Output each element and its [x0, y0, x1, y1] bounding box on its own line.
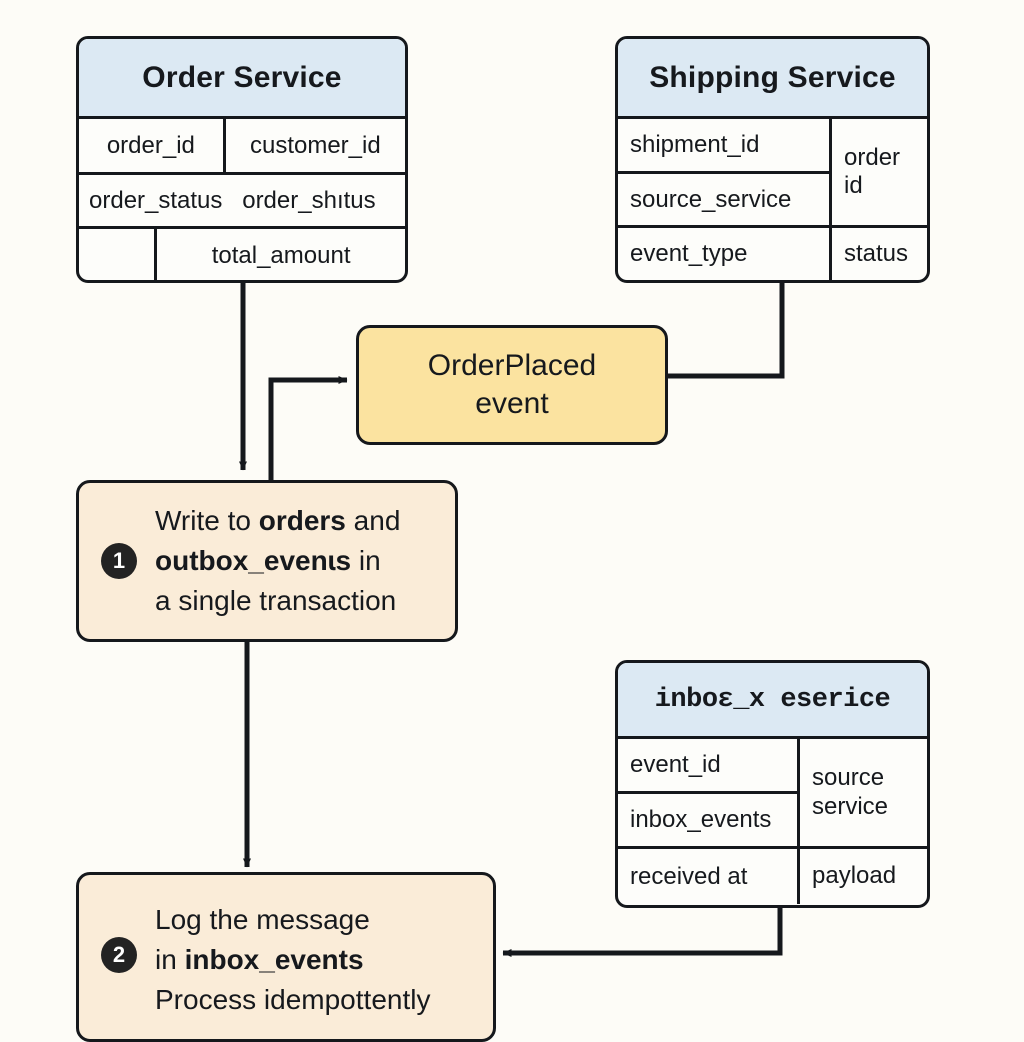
step-two-line3: Process idempottently	[155, 983, 431, 1015]
step-one-box[interactable]: 1 Write to orders and outbox_evenɩs in a…	[76, 480, 458, 642]
cell-empty	[79, 229, 158, 280]
cell-received-at: received at	[630, 862, 748, 890]
inbox-service-left-column: event_id inbox_events received at	[618, 739, 800, 904]
cell-event-type: event_type	[630, 240, 748, 267]
wire-step-one-to-orderplaced-event	[268, 376, 348, 483]
entity-table-shipping-service[interactable]: Shipping Service shipment_id source_serv…	[615, 36, 930, 283]
cell-shipment-id: shipment_id	[618, 119, 829, 174]
cell-order-status: order_status	[89, 186, 223, 214]
inbox-service-body: event_id inbox_events received at source…	[618, 739, 927, 904]
orderplaced-event-line2: event	[475, 387, 549, 420]
cell-order-id-ref: order id	[832, 119, 927, 228]
cell-customer-id: customer_id	[249, 131, 381, 159]
table-row: order_id customer_id	[79, 119, 405, 175]
inbox-service-right-column: source service payload	[800, 739, 927, 904]
step-one-text: Write to orders and outbox_evenɩs in a s…	[79, 501, 455, 620]
step-one-line2: outbox_evenɩs in	[155, 545, 381, 577]
table-row: order_status order_shıtus	[79, 175, 405, 229]
orderplaced-event-label: OrderPlaced event	[428, 347, 596, 424]
step-two-box[interactable]: 2 Log the message in inbox_events Proces…	[76, 872, 496, 1042]
wire-inbox-service-to-step-two	[502, 908, 783, 957]
step-two-line2: in inbox_events	[155, 944, 364, 976]
cell-event-id: event_id	[618, 739, 797, 794]
shipping-service-title: Shipping Service	[618, 39, 927, 119]
shipping-service-right-column: order id status	[832, 119, 927, 280]
orderplaced-event-line1: OrderPlaced	[427, 348, 597, 382]
shipping-service-left-column: shipment_id source_service event_type	[618, 119, 832, 280]
cell-total-amount: total_amount	[211, 242, 351, 269]
cell-status: status	[844, 239, 909, 267]
cell-inbox-events: inbox_events	[618, 794, 797, 849]
order-service-title: Order Service	[79, 39, 405, 119]
table-row: total_amount	[79, 229, 405, 280]
step-one-line3: a single transaction	[155, 584, 397, 616]
step-one-badge: 1	[101, 543, 137, 579]
inbox-service-title: inboɛ_x eserice	[618, 663, 927, 739]
step-one-line1: Write to orders and	[155, 505, 401, 537]
entity-table-order-service[interactable]: Order Service order_id customer_id order…	[76, 36, 408, 283]
cell-payload: payload	[812, 862, 897, 890]
shipping-service-body: shipment_id source_service event_type or…	[618, 119, 927, 280]
order-service-body: order_id customer_id order_status order_…	[79, 119, 405, 280]
wire-shipping-service-to-orderplaced-event	[668, 283, 785, 379]
orderplaced-event-box[interactable]: OrderPlaced event	[356, 325, 668, 445]
cell-order-id: order_id	[79, 119, 226, 172]
entity-table-inbox-service[interactable]: inboɛ_x eserice event_id inbox_events re…	[615, 660, 930, 908]
cell-order-status-alt: order_shıtus	[242, 186, 376, 214]
cell-source-service: source_service	[618, 174, 829, 228]
cell-source-service-ref: source service	[800, 739, 927, 849]
step-two-badge: 2	[101, 937, 137, 973]
step-two-line1: Log the message	[155, 904, 370, 936]
step-two-text: Log the message in inbox_events Process …	[79, 894, 493, 1019]
